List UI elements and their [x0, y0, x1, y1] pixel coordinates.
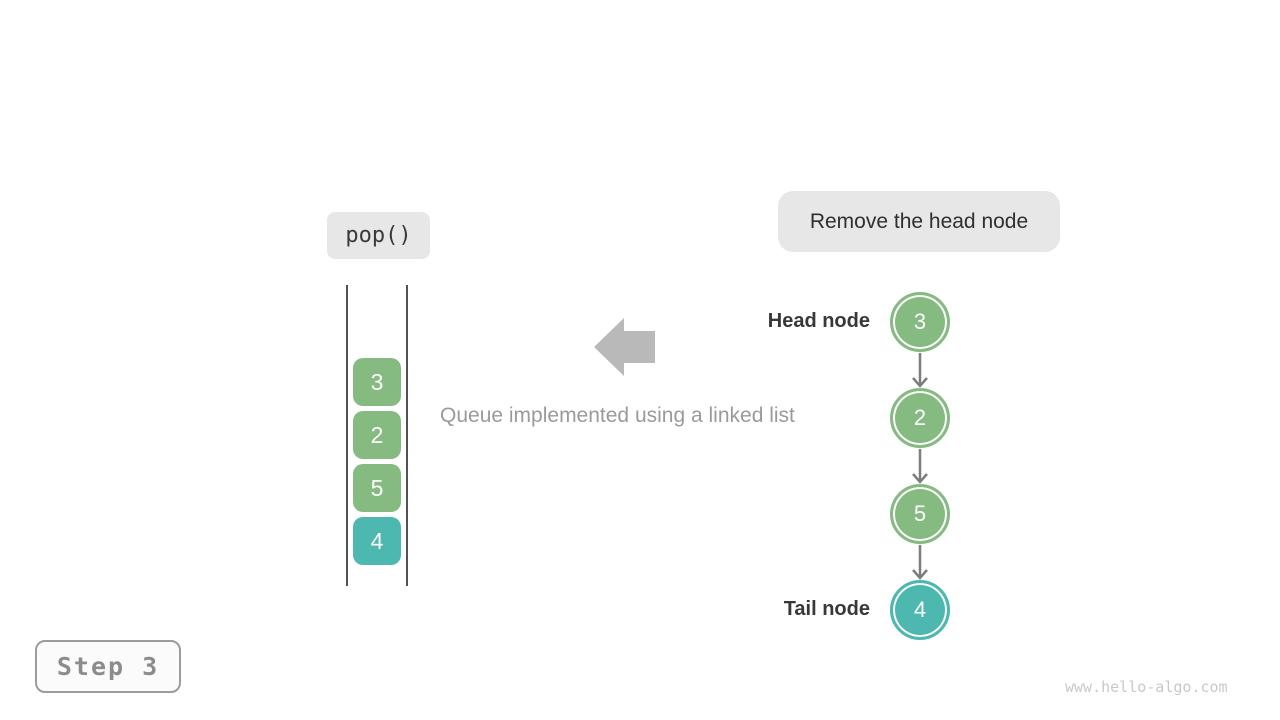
step-badge-text: Step 3: [56, 652, 160, 681]
operation-label: pop(): [327, 212, 430, 259]
left-arrow-icon: [594, 318, 655, 376]
node-value: 4: [913, 597, 927, 622]
linked-list-node: 2: [890, 388, 950, 448]
tail-node-label: Tail node: [783, 598, 870, 620]
operation-label-text: pop(): [345, 223, 412, 248]
queue-item-value: 3: [370, 368, 384, 395]
node-value: 5: [913, 501, 927, 526]
linked-list-node-tail: 4: [890, 580, 950, 640]
queue-item-value: 4: [370, 527, 384, 554]
queue-item-value: 2: [370, 421, 384, 448]
step-badge: Step 3: [35, 640, 181, 693]
step-caption-text: Remove the head node: [809, 209, 1029, 233]
link-down-arrow-icon: [912, 545, 928, 580]
link-down-arrow-icon: [912, 353, 928, 388]
head-node-label: Head node: [767, 310, 870, 332]
link-down-arrow-icon: [912, 449, 928, 484]
queue-item: 5: [353, 464, 401, 512]
linked-list-node: 5: [890, 484, 950, 544]
queue-description: Queue implemented using a linked list: [440, 404, 795, 427]
queue-item: 3: [353, 358, 401, 406]
queue-rail-right: [406, 285, 408, 586]
step-caption-label: Remove the head node: [778, 191, 1060, 252]
queue-item-value: 5: [370, 474, 384, 501]
node-value: 3: [913, 309, 927, 334]
node-value: 2: [913, 405, 927, 430]
queue-rail-left: [346, 285, 348, 586]
watermark-text: www.hello-algo.com: [1065, 678, 1228, 696]
queue-item: 4: [353, 517, 401, 565]
queue-item: 2: [353, 411, 401, 459]
linked-list-node-head: 3: [890, 292, 950, 352]
